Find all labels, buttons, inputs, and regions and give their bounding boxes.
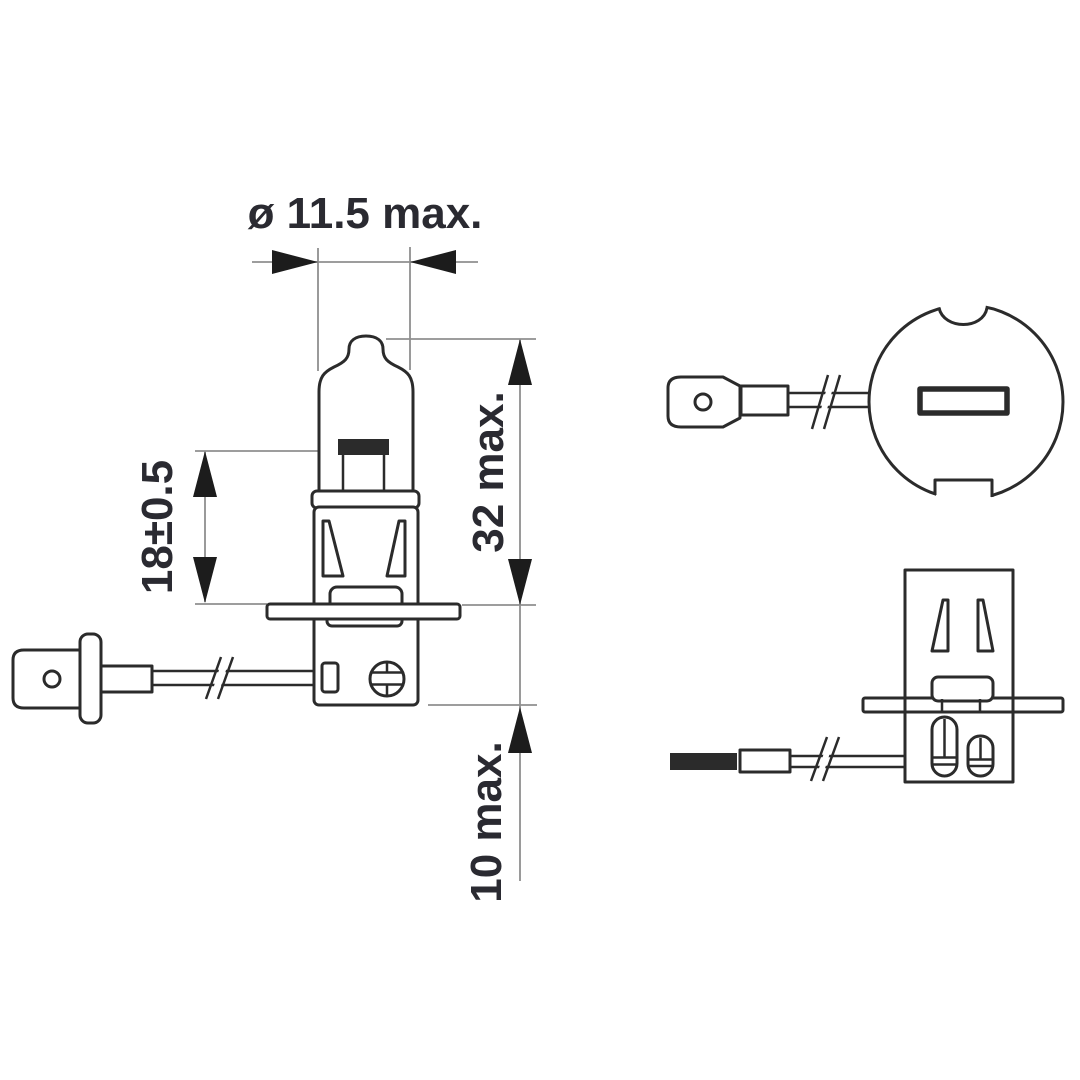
contact-right <box>966 734 995 778</box>
spade-terminal <box>11 648 87 710</box>
terminal-collar <box>78 632 103 725</box>
wire-break-icon <box>809 736 841 782</box>
base-depth-dimension-label: 10 max. <box>462 741 511 902</box>
spade-terminal <box>666 375 742 429</box>
lcl-arrow-top <box>193 451 217 497</box>
bulb <box>310 334 421 510</box>
crimp-barrel <box>739 384 790 417</box>
side-base <box>265 505 462 707</box>
wire-break-gap <box>209 654 231 702</box>
bottom-notch <box>933 478 994 497</box>
base-body <box>903 568 1015 784</box>
wire-break-icon <box>810 374 842 430</box>
terminal-hole <box>693 392 713 412</box>
length-arrow-top <box>508 339 532 385</box>
base-tab-left <box>321 519 345 578</box>
dimension-arrows <box>193 250 532 753</box>
filament <box>338 439 389 455</box>
crimp-barrel <box>738 748 792 774</box>
wire-break-icon <box>204 656 235 700</box>
diameter-arrow-left <box>272 250 318 274</box>
base-screw <box>368 660 406 698</box>
side-view: ø 11.5 max. 32 max. 18±0.5 10 max. <box>11 189 537 903</box>
terminal-hole <box>42 669 62 689</box>
glass-skirt <box>310 489 421 510</box>
base-tab-right <box>976 598 995 653</box>
terminal-blade-edge <box>670 753 737 770</box>
lcl-arrow-bottom <box>193 557 217 603</box>
length-arrow-bottom <box>508 559 532 605</box>
contact-detail <box>933 719 956 766</box>
top-view <box>666 280 1065 507</box>
contact-detail <box>969 738 992 768</box>
base-tab-left <box>930 598 950 653</box>
screw-head <box>368 660 406 698</box>
front-view <box>670 568 1065 784</box>
base-depth-arrow <box>508 707 532 753</box>
wire-break-gap <box>815 373 837 431</box>
top-notch-mask <box>940 280 986 326</box>
front-wire-assembly <box>670 734 905 784</box>
bottom-notch-mask <box>936 479 991 507</box>
contact-left <box>930 715 959 778</box>
overall-length-dimension-label: 32 max. <box>464 391 513 552</box>
diameter-dimension-label: ø 11.5 max. <box>248 189 483 238</box>
base-slot <box>320 661 340 694</box>
diameter-arrow-right <box>410 250 456 274</box>
top-wire-assembly <box>666 373 872 431</box>
wire-lines <box>790 754 905 769</box>
light-center-length-dimension-label: 18±0.5 <box>133 460 182 594</box>
flange-dividers <box>940 699 982 711</box>
wire-break-gap <box>814 734 836 784</box>
screw-slots <box>371 662 403 696</box>
wire-lines <box>152 669 313 687</box>
crimp-barrel <box>99 664 154 694</box>
side-wire-assembly <box>11 632 313 725</box>
base-hump <box>930 675 995 703</box>
base-flange <box>265 602 462 621</box>
key-slot <box>917 386 1010 416</box>
filament-leads <box>341 454 386 490</box>
base-tab-right <box>385 519 407 578</box>
top-notch <box>937 307 989 326</box>
glass-envelope <box>317 334 415 494</box>
